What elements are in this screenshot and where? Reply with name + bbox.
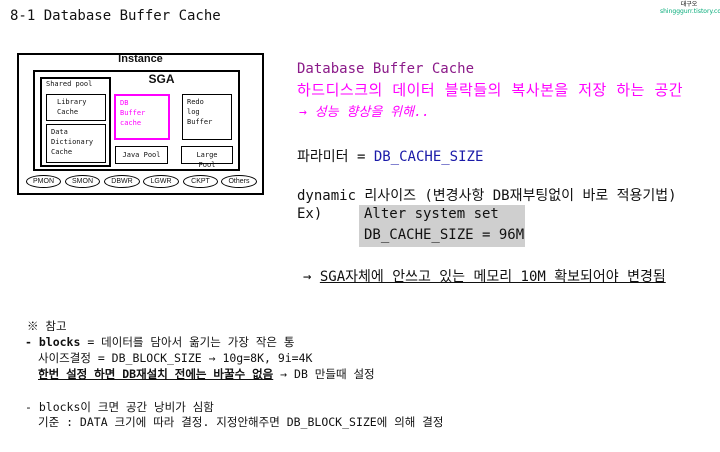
library-cache-line: Cache [57,108,79,116]
process-pmon: PMON [26,175,61,188]
command-highlight [359,205,525,247]
blocks-term: blocks [38,335,81,349]
note-arrow: → [303,269,320,285]
data-dictionary-line: Cache [51,148,73,156]
shared-pool-box [40,77,111,167]
block-size-line: 사이즈결정 = DB_BLOCK_SIZE → 10g=8K, 9i=4K [38,351,313,365]
instance-box [17,53,264,195]
basis-line: 기준 : DATA 크기에 따라 결정. 지정안해주면 DB_BLOCK_SIZ… [38,415,444,429]
process-ckpt: CKPT [183,175,218,188]
redo-log-line: log [187,108,200,116]
parameter-line: 파라미터 = DB_CACHE_SIZE [297,146,483,166]
process-others: Others [221,175,257,188]
page-title: 8-1 Database Buffer Cache [10,8,221,24]
process-dbwr: DBWR [104,175,140,188]
process-lgwr: LGWR [143,175,179,188]
db-buffer-line: Buffer [120,109,146,117]
db-buffer-line: DB [120,99,129,107]
large-pool-box: Large Pool [181,146,233,169]
logo-line-2: shingggurr.tistory.com [660,8,720,15]
example-label: Ex) [297,206,323,222]
db-buffer-cache-box: DB Buffer cache [114,94,170,140]
data-dictionary-line: Data [51,128,68,136]
warning-rest: → DB 만들때 설정 [273,367,375,381]
reference-label: ※ 참고 [27,319,67,333]
java-pool-box: Java Pool [115,146,168,164]
memory-note: → SGA자체에 안쓰고 있는 메모리 10M 확보되어야 변경됨 [303,266,666,286]
purpose-text: → 성능 향상을 위해.. [299,105,430,120]
sga-box [33,70,240,171]
blocks-prefix: - [25,335,39,349]
instance-label: Instance [118,53,163,65]
redo-log-buffer-box: Redo log Buffer [182,94,232,140]
parameter-label: 파라미터 = [297,149,374,165]
warning-bold: 한번 설정 하면 DB재설치 전에는 바꿀수 없음 [38,367,274,381]
description-text: 하드디스크의 데이터 블락들의 복사본을 저장 하는 공간 [297,81,684,99]
dynamic-resize-text: dynamic 리사이즈 (변경사항 DB재부팅없이 바로 적용기법) [297,188,677,204]
library-cache-box: Library Cache [46,94,106,121]
blog-logo: 대구오 shingggurr.tistory.com [660,1,720,17]
warning-line: 한번 설정 하면 DB재설치 전에는 바꿀수 없음 → DB 만들때 설정 [38,366,375,382]
redo-log-line: Buffer [187,118,213,126]
logo-line-1: 대구오 [680,1,698,8]
library-cache-line: Library [57,98,87,106]
db-buffer-line: cache [120,119,142,127]
data-dictionary-box: Data Dictionary Cache [46,124,106,163]
blocks-definition: - blocks = 데이터를 담아서 옮기는 가장 작은 통 [25,334,295,350]
redo-log-line: Redo [187,98,204,106]
waste-line: - blocks이 크면 공간 낭비가 심함 [25,400,214,414]
sga-label: SGA [148,72,175,86]
command-line-1: Alter system set [364,206,499,222]
blocks-rest: = 데이터를 담아서 옮기는 가장 작은 통 [80,335,295,349]
process-smon: SMON [65,175,100,188]
section-heading: Database Buffer Cache [297,61,475,77]
data-dictionary-line: Dictionary [51,138,94,146]
shared-pool-label: Shared pool [46,80,93,88]
note-text: SGA자체에 안쓰고 있는 메모리 10M 확보되어야 변경됨 [319,269,666,285]
command-line-2: DB_CACHE_SIZE = 96M [364,227,525,243]
parameter-value: DB_CACHE_SIZE [373,149,484,165]
